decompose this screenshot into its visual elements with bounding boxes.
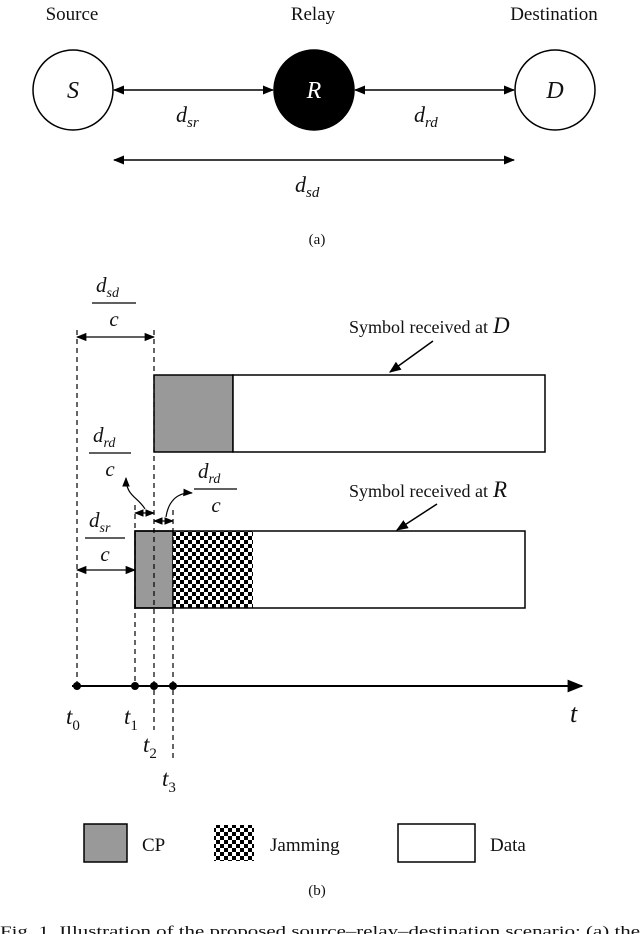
relay-node-symbol: R bbox=[306, 78, 322, 104]
fraction-drd-over-c-right: drd c bbox=[194, 459, 237, 517]
curved-pointer-drd-left bbox=[122, 477, 146, 510]
symbol-d-data-block bbox=[232, 374, 546, 453]
relay-title: Relay bbox=[291, 4, 336, 25]
source-title: Source bbox=[46, 4, 99, 25]
legend-jamming-label: Jamming bbox=[270, 835, 340, 856]
legend-data-swatch bbox=[397, 823, 476, 863]
tick-dot-t3 bbox=[169, 682, 177, 690]
svg-text:drd: drd bbox=[198, 459, 221, 487]
symbol-r-cp-block bbox=[134, 530, 174, 609]
figure-caption-fragment: Fig. 1. Illustration of the proposed sou… bbox=[0, 924, 640, 934]
legend-cp-label: CP bbox=[142, 835, 165, 856]
tick-dot-t1 bbox=[131, 682, 139, 690]
svg-text:dsd: dsd bbox=[96, 273, 120, 301]
svg-text:drd: drd bbox=[93, 423, 116, 451]
destination-title: Destination bbox=[510, 4, 598, 25]
symbol-r-data-block bbox=[253, 531, 525, 608]
svg-text:dsr: dsr bbox=[89, 508, 111, 536]
symbol-r-jamming-block bbox=[173, 531, 253, 608]
legend: CP Jamming Data bbox=[83, 823, 526, 863]
tick-label-t1: t1 bbox=[124, 704, 138, 734]
tick-label-t3: t3 bbox=[162, 766, 176, 796]
svg-text:c: c bbox=[109, 307, 119, 331]
legend-cp-swatch bbox=[83, 823, 128, 863]
source-node-symbol: S bbox=[67, 78, 79, 104]
tick-label-t2: t2 bbox=[143, 732, 157, 762]
symbol-d-cp-block bbox=[153, 374, 234, 453]
pointer-symbol-d bbox=[389, 340, 434, 373]
caption-a: (a) bbox=[309, 232, 326, 248]
fraction-drd-over-c-left: drd c bbox=[89, 423, 131, 481]
tick-dot-t2 bbox=[150, 682, 158, 690]
topology-panel: Source Relay Destination S R D dsr drd d… bbox=[32, 4, 598, 248]
pointer-symbol-r bbox=[395, 503, 438, 531]
caption-b: (b) bbox=[308, 883, 326, 899]
fraction-dsr-over-c: dsr c bbox=[85, 508, 125, 566]
tick-dot-t0 bbox=[73, 682, 81, 690]
label-drd: drd bbox=[414, 102, 438, 131]
svg-text:c: c bbox=[100, 542, 110, 566]
label-dsd: dsd bbox=[295, 172, 320, 201]
destination-node-symbol: D bbox=[545, 78, 563, 104]
fraction-dsd-over-c: dsd c bbox=[92, 273, 136, 331]
label-dsr: dsr bbox=[176, 102, 199, 131]
svg-text:c: c bbox=[211, 493, 221, 517]
legend-data-label: Data bbox=[490, 835, 526, 856]
time-axis-label: t bbox=[570, 699, 578, 728]
curved-pointer-drd-right bbox=[165, 488, 193, 518]
tick-label-t0: t0 bbox=[66, 704, 80, 734]
legend-jamming-swatch bbox=[214, 825, 254, 861]
svg-text:c: c bbox=[105, 457, 115, 481]
